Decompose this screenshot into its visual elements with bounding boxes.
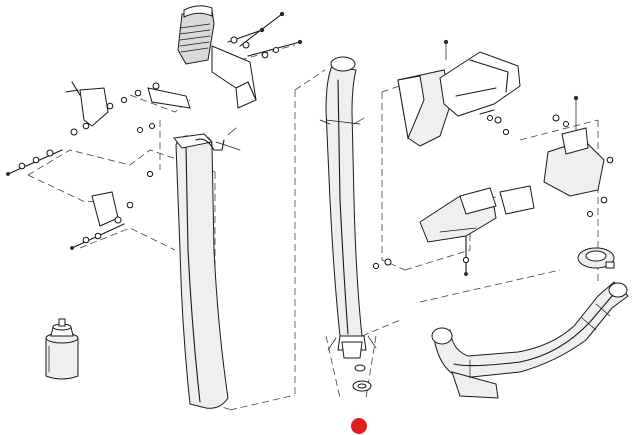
center-exhaust-pipe <box>319 56 377 359</box>
upper-mounting-bracket <box>147 45 257 109</box>
lower-exhaust-pipe <box>431 281 629 399</box>
pipe-clamp <box>577 247 615 269</box>
highlight-marker[interactable] <box>351 418 367 434</box>
center-leader-dashes <box>294 69 401 399</box>
right-side-bracket <box>543 95 614 217</box>
left-fastener-rows <box>6 82 160 250</box>
upper-right-fasteners <box>479 109 510 136</box>
middle-bracket-assembly <box>372 185 535 276</box>
spray-can <box>45 318 79 380</box>
pipe-gasket <box>352 364 372 392</box>
top-vent-grille <box>177 5 215 65</box>
front-cover-panel <box>173 127 241 409</box>
upper-heat-shield <box>397 39 521 147</box>
upper-fasteners <box>227 11 303 59</box>
